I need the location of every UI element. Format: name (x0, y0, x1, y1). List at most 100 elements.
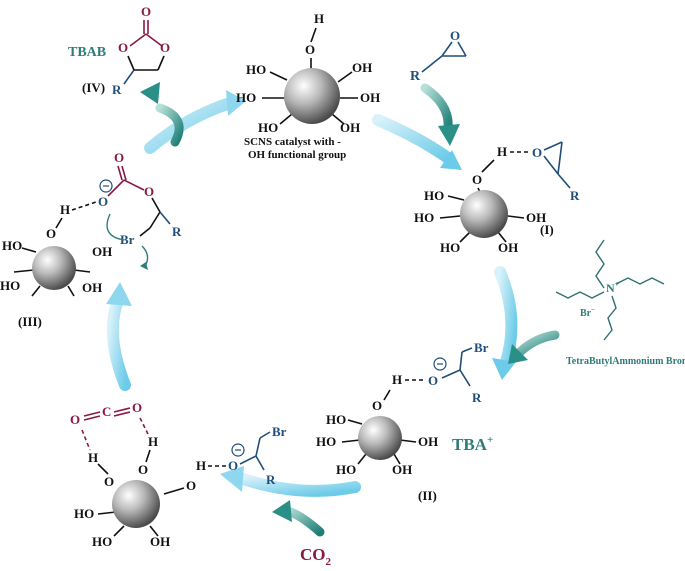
tbab-release-arrowhead (140, 82, 160, 104)
stage-i-label: (I) (540, 222, 554, 237)
atom-oh: OH (150, 534, 170, 549)
stage-iii-label: (III) (18, 314, 42, 329)
atom-r: R (266, 472, 276, 487)
carbonate-carbonyl-o: O (141, 4, 151, 19)
catalyst-caption-line-2: OH functional group (248, 149, 346, 161)
epoxide-in-arrowhead (438, 124, 460, 146)
catalyst-structure: O H HO OH HO OH HO OH SCNS catalyst with… (236, 11, 380, 161)
cycle-arrowhead-to-stage-i (440, 150, 462, 170)
catalyst-caption-line-1: SCNS catalyst with - (244, 136, 341, 148)
ester-o: O (144, 184, 154, 199)
nitrogen-cation: N+ (606, 280, 620, 295)
atom-h: H (314, 11, 324, 26)
negative-charge-icon (433, 357, 447, 371)
cycle-arrow-to-co2-adduct (234, 472, 361, 497)
catalyst-sphere (284, 68, 340, 124)
atom-ho: HO (246, 62, 266, 77)
tbab-structure: N+ Br− TetraButylAmmonium Bromide (555, 239, 685, 367)
bromide-anion: Br− (580, 306, 595, 319)
cycle-arrowhead-to-co2-adduct (220, 466, 244, 492)
cycle-arrows (106, 90, 518, 497)
atom-ho: HO (326, 412, 346, 427)
atom-o: O (305, 42, 315, 57)
atom-ho: HO (92, 534, 112, 549)
atom-o: O (372, 398, 382, 413)
atom-o: O (472, 172, 482, 187)
co2-label: CO2 (300, 545, 332, 568)
atom-ho: HO (236, 90, 256, 105)
carbonate-ring-o: O (118, 40, 128, 55)
tba-cation-label: TBA+ (452, 434, 493, 454)
atom-o: O (104, 474, 114, 489)
stage-i-complex: H O R O HO HO OH HO OH (I) (414, 141, 580, 255)
atom-ho: HO (258, 120, 278, 135)
epoxide-in-arrow (420, 83, 453, 133)
atom-oh: OH (352, 60, 372, 75)
tbab-in-arrowhead (508, 344, 528, 364)
atom-r: R (410, 69, 421, 84)
alkoxide-o: O (228, 458, 238, 473)
tbab-full-name: TetraButylAmmonium Bromide (566, 356, 685, 367)
catalyst-sphere (460, 190, 508, 238)
stage-iv-cyclic-carbonate: O O O R TBAB (IV) (68, 4, 170, 97)
atom-r: R (472, 390, 482, 405)
atom-ho: HO (74, 506, 94, 521)
atom-o: O (138, 462, 148, 477)
atom-ho: HO (414, 210, 434, 225)
cycle-arrow-to-catalyst (144, 97, 236, 154)
atom-h: H (148, 434, 158, 449)
atom-r: R (172, 224, 182, 239)
stage-iii-intermediate: O O O R Br H O HO OH HO OH (III) (0, 150, 182, 329)
co2-oxygen: O (70, 412, 80, 427)
atom-br: Br (474, 340, 489, 355)
atom-h: H (88, 450, 98, 465)
cycle-arrow-to-stage-i (372, 114, 454, 164)
atom-h: H (196, 458, 206, 473)
atom-ho: HO (2, 238, 22, 253)
epoxide-o: O (532, 145, 542, 160)
atom-h: H (497, 144, 507, 159)
tbab-label: TBAB (68, 45, 106, 60)
atom-oh: OH (418, 434, 438, 449)
tbab-release-arrow (155, 103, 184, 147)
atom-r: R (570, 188, 580, 203)
stage-iv-label: (IV) (82, 80, 105, 95)
cycle-arrow-to-stage-ii (494, 266, 518, 371)
atom-oh: OH (92, 244, 112, 259)
atom-o: O (46, 226, 56, 241)
electron-arrow (106, 213, 125, 241)
carboxylate-o: O (98, 194, 108, 209)
atom-ho: HO (316, 434, 336, 449)
atom-ho: HO (0, 278, 20, 293)
atom-r: R (112, 82, 122, 97)
atom-ho: HO (336, 462, 356, 477)
atom-br: Br (272, 424, 287, 439)
atom-h: H (60, 202, 70, 217)
catalyst-sphere (358, 416, 402, 460)
co2-oxygen: O (132, 400, 142, 415)
cycle-arrowhead-to-stage-iii (106, 282, 132, 306)
atom-h: H (392, 372, 402, 387)
alkoxide-o: O (428, 373, 438, 388)
cycle-arrowhead-to-catalyst (226, 90, 246, 116)
epoxide-reagent: R O (410, 28, 467, 84)
atom-oh: OH (340, 120, 360, 135)
carbonyl-o: O (114, 150, 124, 165)
atom-br: Br (120, 232, 135, 247)
atom-oh: OH (82, 280, 102, 295)
atom-oh: OH (526, 210, 546, 225)
catalyst-sphere (112, 480, 160, 528)
cycle-arrow-to-stage-iii (106, 294, 131, 391)
atom-ho: HO (424, 188, 444, 203)
negative-charge-icon (99, 179, 113, 193)
catalyst-sphere (32, 246, 76, 290)
atom-o: O (186, 478, 196, 493)
stage-ii-intermediate: H O Br R O HO HO OH HO OH TBA+ (II) (316, 340, 493, 503)
atom-oh: OH (392, 462, 412, 477)
atom-ho: HO (440, 240, 460, 255)
co2-carbon: C (102, 404, 111, 419)
atom-oh: OH (360, 90, 380, 105)
negative-charge-icon (231, 443, 245, 457)
co2-in-arrowhead (272, 500, 292, 522)
